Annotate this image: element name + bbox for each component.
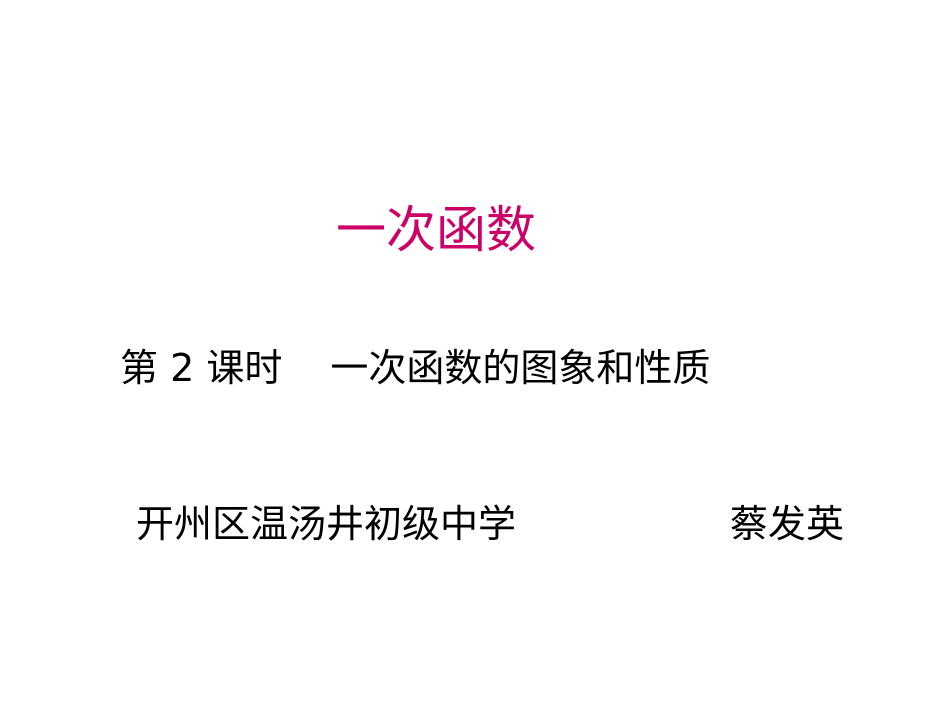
lesson-number: 第 2 课时 [120,346,283,390]
lesson-topic: 一次函数的图象和性质 [330,346,711,390]
school-name: 开州区温汤井初级中学 [136,502,517,546]
author-name: 蔡发英 [730,502,845,546]
slide-title: 一次函数 [336,201,536,259]
slide-subtitle: 第 2 课时 一次函数的图象和性质 [120,343,710,393]
